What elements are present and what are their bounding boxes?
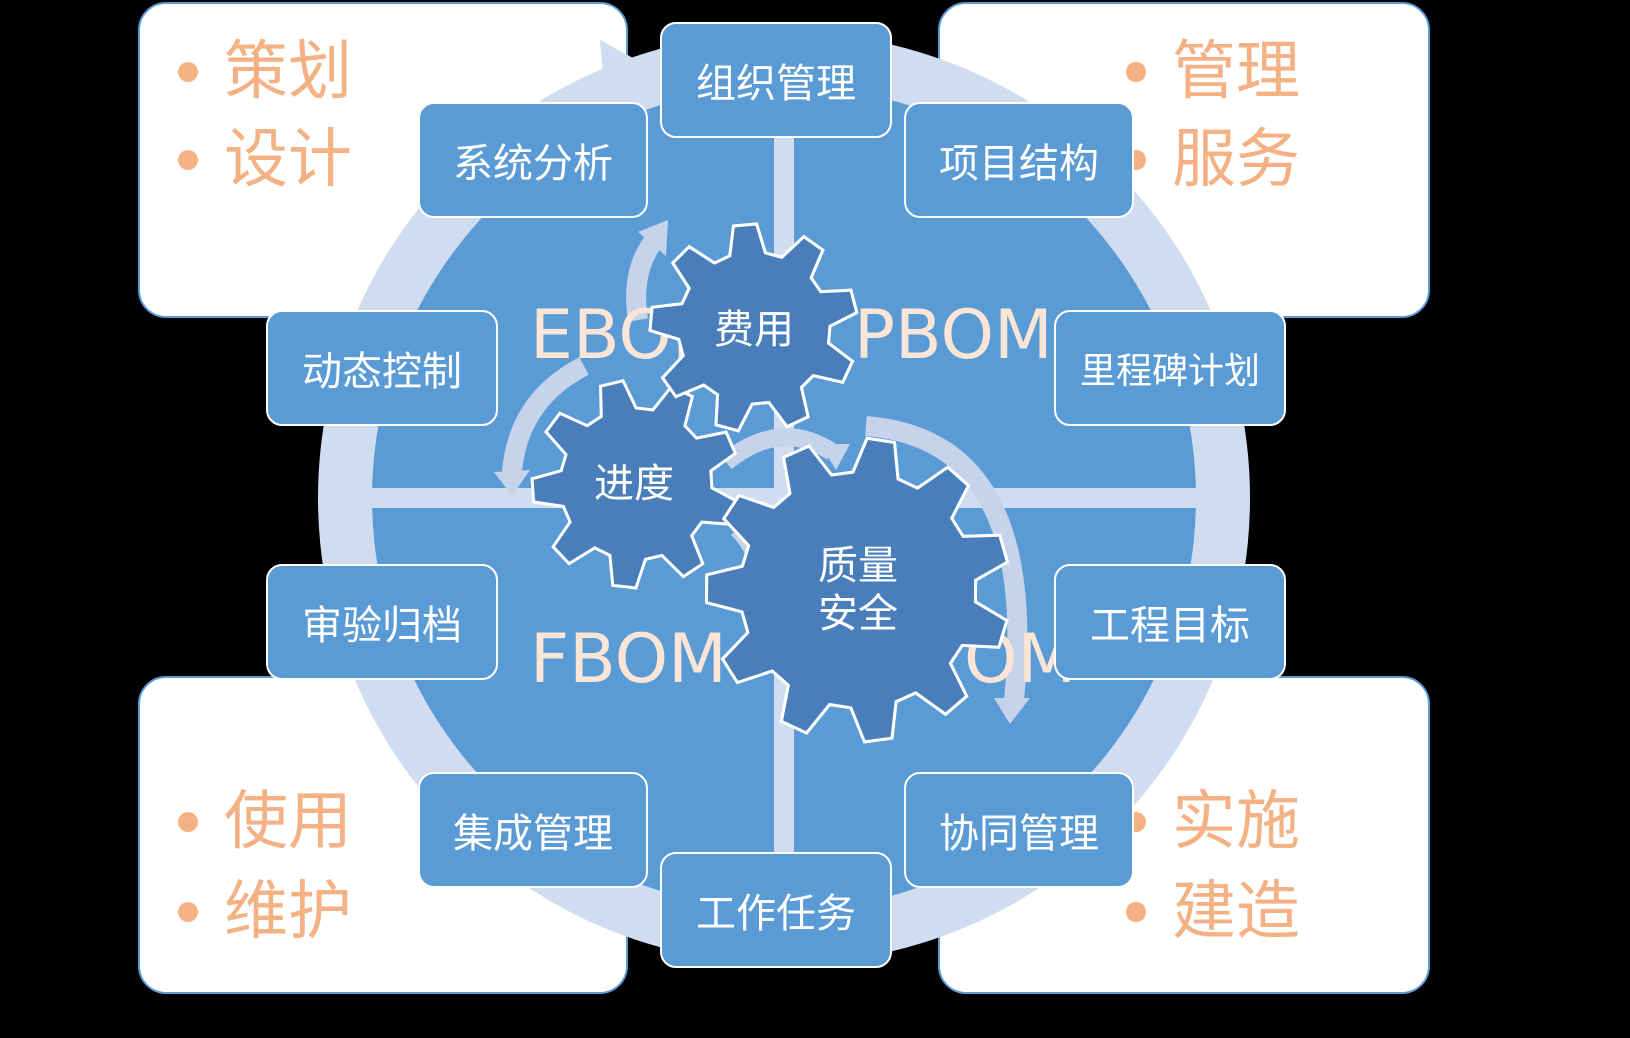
bullet-icon (178, 62, 198, 82)
quadrant-label-ebom: EBOM (530, 296, 731, 375)
corner-item: 维护 (178, 880, 352, 944)
corner-item: 使用 (178, 790, 352, 854)
curved-arrow-left-down (502, 357, 589, 474)
box-work-task: 工作任务 (660, 852, 892, 968)
bullet-icon (178, 150, 198, 170)
ring-arrowhead (600, 40, 666, 112)
corner-item: 策划 (178, 40, 352, 104)
corner-item-text: 策划 (224, 35, 352, 109)
box-system-analysis: 系统分析 (418, 102, 648, 218)
corner-item-text: 设计 (224, 123, 352, 197)
box-integration-management: 集成管理 (418, 772, 648, 888)
arrowhead-left-down (494, 470, 530, 496)
corner-item-text: 建造 (1172, 875, 1300, 949)
box-audit-archive: 审验归档 (266, 564, 498, 680)
box-milestone-plan: 里程碑计划 (1054, 310, 1286, 426)
gear-label-cost: 费用 (714, 307, 794, 353)
box-project-structure: 项目结构 (904, 102, 1134, 218)
gear-label-quality-line1: 质量 (818, 543, 898, 589)
corner-item-text: 服务 (1172, 123, 1300, 197)
box-dynamic-control: 动态控制 (266, 310, 498, 426)
bullet-icon (178, 902, 198, 922)
corner-item: 服务 (1126, 128, 1300, 192)
corner-item-text: 维护 (224, 875, 352, 949)
corner-item: 管理 (1126, 40, 1300, 104)
box-org-management: 组织管理 (660, 22, 892, 138)
corner-item: 设计 (178, 128, 352, 192)
quadrant-label-pbom: PBOM (854, 296, 1053, 375)
quadrant-label-fbom: FBOM (530, 620, 727, 699)
box-collaboration-management: 协同管理 (904, 772, 1134, 888)
corner-item: 建造 (1126, 880, 1300, 944)
tiny-label: 文本 (776, 495, 794, 507)
bullet-icon (178, 812, 198, 832)
gear-label-schedule: 进度 (594, 461, 674, 507)
gear-label-quality-line2: 安全 (818, 591, 898, 637)
corner-item-text: 使用 (224, 785, 352, 859)
corner-item-text: 实施 (1172, 785, 1300, 859)
box-engineering-goal: 工程目标 (1054, 564, 1286, 680)
bullet-icon (1126, 902, 1146, 922)
bullet-icon (1126, 62, 1146, 82)
gear-label-quality: 质量 安全 (818, 542, 898, 638)
corner-item-text: 管理 (1172, 35, 1300, 109)
